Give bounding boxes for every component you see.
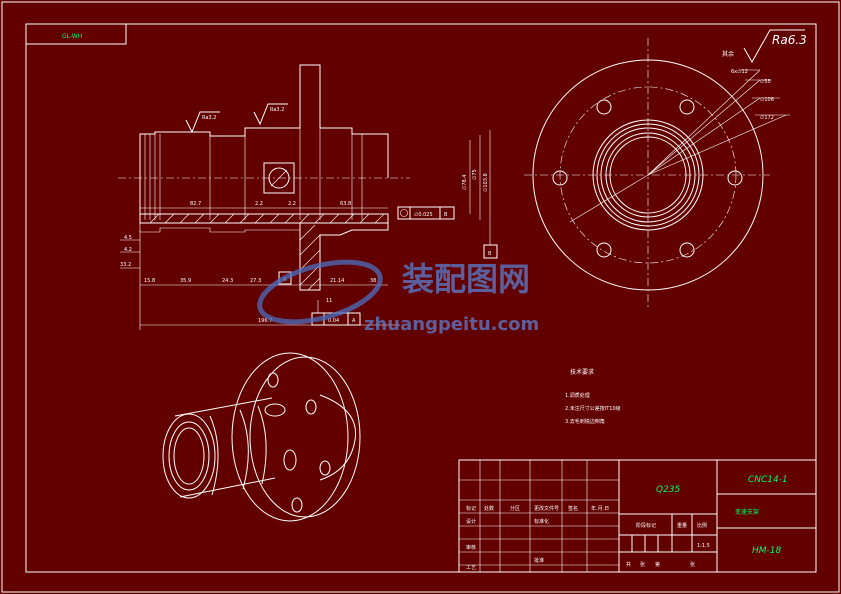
title-block (458, 459, 817, 573)
tb-sheet-3: 第 (655, 561, 660, 568)
hole-callout-2: ∅55 (760, 79, 771, 85)
dim-h-2: 2.2 (255, 201, 263, 207)
tb-row-review: 审核 (466, 544, 476, 551)
watermark: 装配图网 zhuangpeitu.com (257, 259, 539, 335)
tb-scale-label: 比例 (697, 522, 707, 529)
dim-h-6: 35.9 (180, 278, 191, 284)
roughness-value: Ra6.3 (772, 33, 807, 47)
bolt-holes (552, 99, 743, 258)
tb-sheet-4: 张 (690, 561, 695, 568)
tb-scale-value: 1:1.5 (697, 543, 710, 549)
dim-h-10: 38 (370, 278, 376, 284)
tb-row-process: 工艺 (466, 565, 476, 571)
dim-v-4: 4.5 (124, 235, 132, 241)
tech-req-3: 3.去毛刺锐边倒角 (565, 418, 605, 425)
hole-callout-1: 6x∅12 (731, 69, 748, 75)
dim-h-9: 21.14 (330, 278, 344, 284)
code-box-text: GL-WH (62, 33, 82, 40)
tb-sheet-1: 共 (626, 561, 631, 568)
dim-h-5: 15.8 (144, 278, 155, 284)
front-section-view (118, 64, 498, 330)
flatness-datum: A (352, 318, 356, 324)
tb-part-name: 变速支架 (735, 508, 759, 516)
tb-row-standard: 标准化 (534, 518, 549, 525)
dim-h-3: 2.2 (288, 201, 296, 207)
dim-v-1: ∅78.4 (462, 175, 468, 191)
dim-h-12: 11 (326, 298, 332, 304)
roughness-note: 其余 (722, 50, 734, 58)
tb-header-4: 更改文件号 (534, 505, 559, 512)
code-box (25, 23, 127, 45)
datum-b-label: B (488, 251, 492, 257)
roughness-front-2: Ra3.2 (270, 107, 284, 113)
tb-drawing-no: CNC14-1 (748, 475, 788, 485)
tech-req-1: 1.调质处理 (565, 392, 590, 399)
tb-stage-label: 阶段标记 (636, 522, 656, 529)
dim-v-6: 33.2 (120, 262, 131, 268)
tb-weight-label: 重量 (677, 522, 687, 529)
watermark-cn: 装配图网 (402, 260, 530, 298)
roughness-symbol (743, 29, 805, 64)
tb-doc-code: HM-18 (752, 546, 782, 556)
tb-header-2: 处数 (484, 505, 494, 512)
tech-req-title: 技术要求 (570, 368, 594, 376)
dim-v-2: ∅75 (472, 169, 478, 180)
tolerance-value: ∅0.025 (414, 212, 433, 218)
dim-h-7: 24.3 (222, 278, 233, 284)
dim-h-8: 27.3 (250, 278, 261, 284)
flange-side-view (524, 38, 790, 310)
dim-h-4: 63.8 (340, 201, 351, 207)
isometric-view (162, 352, 361, 522)
tolerance-datum: B (444, 212, 448, 218)
tb-row-design: 设计 (466, 518, 476, 525)
hole-callout-3: ∅106 (760, 97, 774, 103)
tb-header-6: 年.月.日 (591, 505, 609, 512)
roughness-front-1: Ra3.2 (202, 115, 216, 121)
tb-material: Q235 (656, 485, 681, 495)
tb-header-5: 签名 (568, 505, 578, 512)
tb-sheet-2: 张 (640, 561, 645, 568)
tb-header-1: 标记 (466, 505, 476, 512)
dim-v-5: 4.2 (124, 247, 132, 253)
watermark-url: zhuangpeitu.com (364, 314, 539, 335)
tb-row-approve: 批准 (534, 557, 544, 564)
dim-v-3: ∅103.8 (483, 173, 489, 192)
inner-border (25, 23, 817, 573)
flatness-value: 0.04 (328, 318, 339, 324)
hole-callout-4: ∅172 (760, 115, 774, 121)
dim-h-1: 82.7 (190, 201, 201, 207)
dim-h-11: 196.7 (258, 318, 272, 324)
tb-header-3: 分区 (510, 505, 520, 512)
tech-req-2: 2.未注尺寸公差按IT10级 (565, 405, 621, 412)
